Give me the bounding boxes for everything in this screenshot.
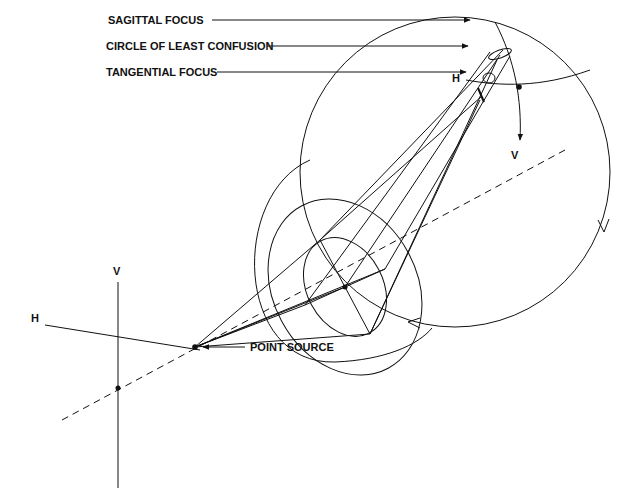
retina-v-curve bbox=[495, 22, 520, 140]
axis-label: V bbox=[113, 266, 120, 277]
focus-label: SAGITTAL FOCUS bbox=[108, 15, 204, 26]
lens-center-dot bbox=[343, 285, 348, 290]
rotation-arrow bbox=[408, 318, 420, 328]
focus-label: CIRCLE OF LEAST CONFUSION bbox=[106, 41, 273, 52]
rotation-arrow bbox=[598, 219, 609, 232]
tangential-focus bbox=[478, 88, 484, 102]
axis-label: H bbox=[452, 73, 460, 84]
retina-dot bbox=[516, 84, 522, 90]
anterior-outline bbox=[255, 160, 432, 362]
light-rays bbox=[195, 50, 510, 347]
retina-h-curve bbox=[466, 70, 590, 84]
focus-label: TANGENTIAL FOCUS bbox=[106, 67, 217, 78]
v-axis bbox=[118, 282, 119, 488]
leader-arrow bbox=[212, 20, 470, 21]
lens-inner bbox=[287, 223, 403, 351]
lens-axis bbox=[320, 240, 370, 334]
leader-arrow bbox=[217, 72, 466, 73]
lens-outer bbox=[238, 172, 452, 402]
h-axis bbox=[45, 325, 200, 350]
origin-dot bbox=[116, 386, 121, 391]
axis-label: H bbox=[31, 313, 39, 324]
optic-axis bbox=[62, 150, 565, 420]
point-source-dot bbox=[192, 344, 198, 350]
least-confusion-circle bbox=[483, 73, 495, 83]
leader-arrow bbox=[203, 347, 245, 348]
axis-label: V bbox=[511, 150, 518, 161]
eyeball bbox=[300, 17, 610, 327]
leader-arrow bbox=[267, 46, 468, 47]
source-label: POINT SOURCE bbox=[250, 342, 334, 353]
